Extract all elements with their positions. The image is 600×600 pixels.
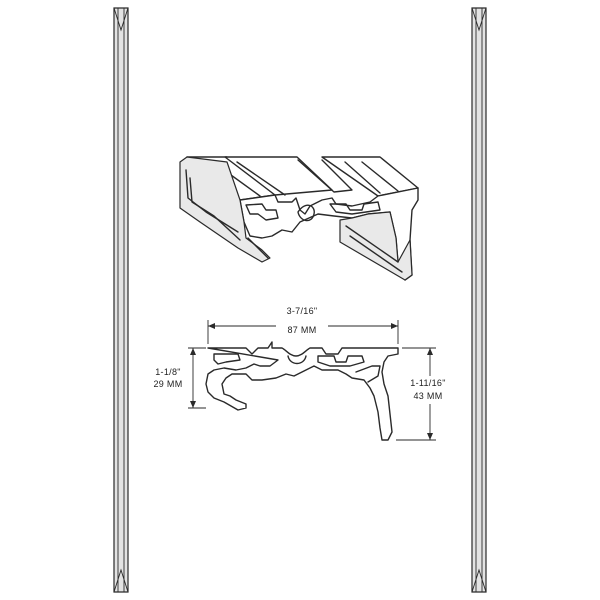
right-height-dimension: 1-11/16" 43 MM bbox=[396, 347, 452, 441]
width-imperial-label: 3-7/16" bbox=[287, 306, 318, 316]
left-height-metric-label: 29 MM bbox=[153, 379, 182, 389]
right-height-imperial-label: 1-11/16" bbox=[410, 378, 445, 388]
width-dimension: 3-7/16" 87 MM 87 MM bbox=[207, 306, 399, 344]
width-metric-label-front: 87 MM bbox=[287, 325, 316, 335]
right-height-metric-label: 43 MM bbox=[413, 391, 442, 401]
cross-section-profile bbox=[205, 341, 399, 441]
left-frame-rail bbox=[113, 7, 129, 593]
right-frame-rail bbox=[471, 7, 487, 593]
isometric-extrusion-view bbox=[179, 156, 419, 281]
left-height-dimension: 1-1/8" 29 MM bbox=[153, 347, 206, 409]
left-height-imperial-label: 1-1/8" bbox=[155, 367, 181, 377]
